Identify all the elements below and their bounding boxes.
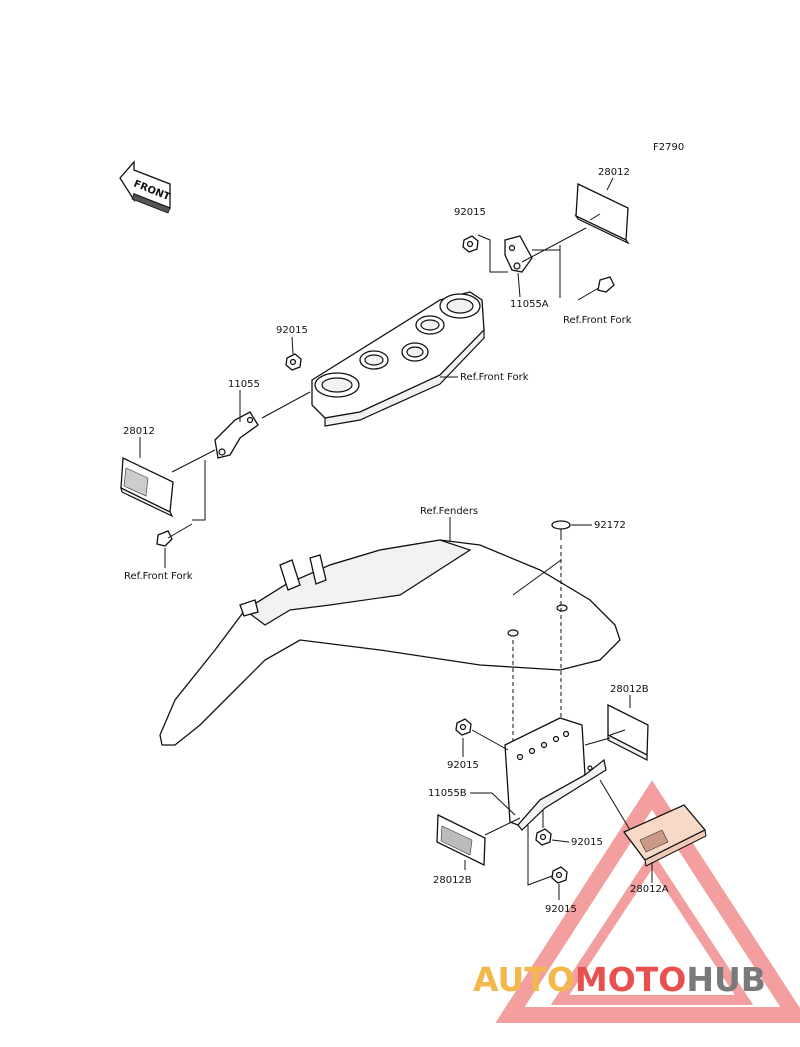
label-28012B-right: 28012B (610, 684, 649, 695)
label-28012A: 28012A (630, 884, 669, 895)
watermark-hub: HUB (686, 960, 766, 999)
label-92015-right: 92015 (454, 207, 486, 218)
label-28012-right: 28012 (598, 167, 630, 178)
bracket-right (504, 235, 533, 273)
screw-92172 (551, 520, 571, 540)
reflector-left (120, 456, 174, 518)
bracket-left (214, 411, 259, 459)
label-11055B: 11055B (428, 788, 467, 799)
nut-rear-mid (535, 828, 552, 846)
label-11055: 11055 (228, 379, 260, 390)
label-ref-front-fork-mid: Ref.Front Fork (460, 372, 529, 383)
label-28012B-left: 28012B (433, 875, 472, 886)
label-ref-front-fork-top: Ref.Front Fork (563, 315, 632, 326)
label-92015-rear-lower: 92015 (545, 904, 577, 915)
reflector-rear-right (607, 703, 649, 761)
watermark-moto: MOTO (574, 960, 687, 999)
label-ref-fenders: Ref.Fenders (420, 506, 478, 517)
bolt-right (577, 276, 615, 301)
label-ref-front-fork-bottom: Ref.Front Fork (124, 571, 193, 582)
reflector-rear-left (436, 813, 486, 867)
label-92172: 92172 (594, 520, 626, 531)
label-11055A: 11055A (510, 299, 549, 310)
label-28012-left: 28012 (123, 426, 155, 437)
nut-left (285, 353, 302, 371)
nut-rear-upper (455, 718, 472, 736)
label-92015-rear-upper: 92015 (447, 760, 479, 771)
watermark-auto: AUTO (473, 960, 575, 999)
reflector-rear-center (622, 804, 707, 867)
label-92015-left: 92015 (276, 325, 308, 336)
rear-fender (159, 539, 621, 746)
watermark-text: AUTOMOTOHUB (473, 960, 766, 999)
triple-clamp (311, 291, 485, 427)
watermark-triangle (495, 780, 800, 1023)
bolt-left (156, 523, 193, 547)
label-92015-rear-mid: 92015 (571, 837, 603, 848)
nut-right (462, 235, 479, 253)
reflector-right (574, 182, 630, 245)
nut-rear-lower (551, 866, 568, 884)
front-arrow-icon: FRONT (119, 160, 172, 214)
figure-code: F2790 (653, 142, 684, 153)
bracket-rear (504, 717, 607, 831)
